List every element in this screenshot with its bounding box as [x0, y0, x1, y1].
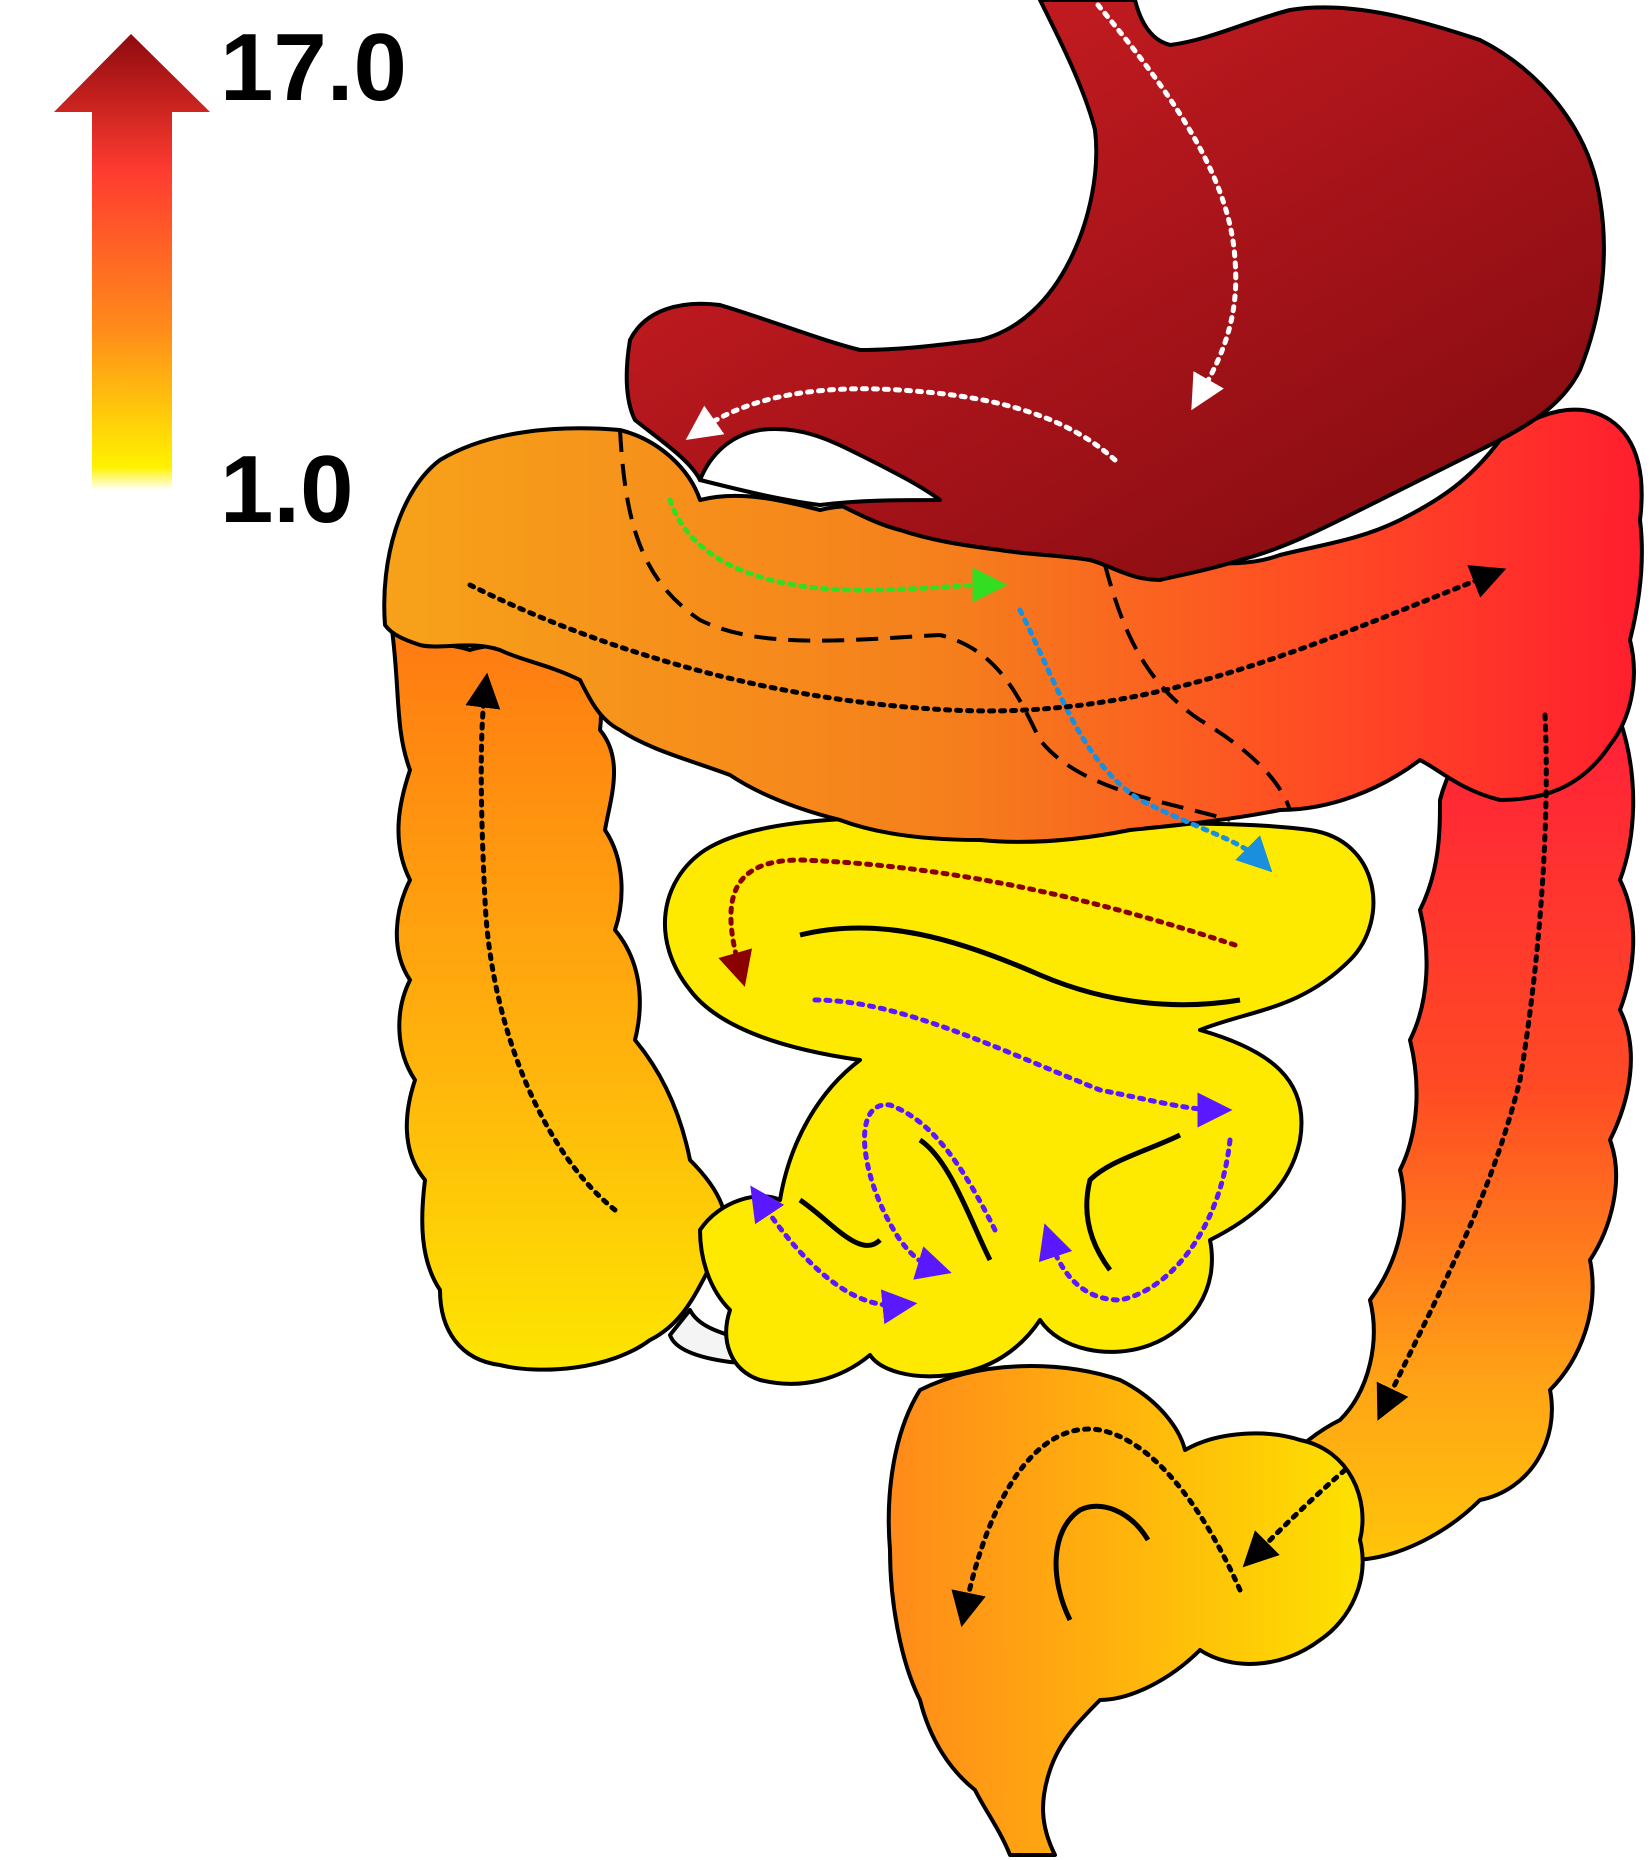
small-intestine — [665, 818, 1373, 1384]
scale-arrow-icon — [54, 34, 210, 490]
scale-max-label: 17.0 — [220, 14, 407, 121]
scale-min-label: 1.0 — [220, 436, 353, 543]
color-scale: 17.0 1.0 — [54, 14, 407, 543]
